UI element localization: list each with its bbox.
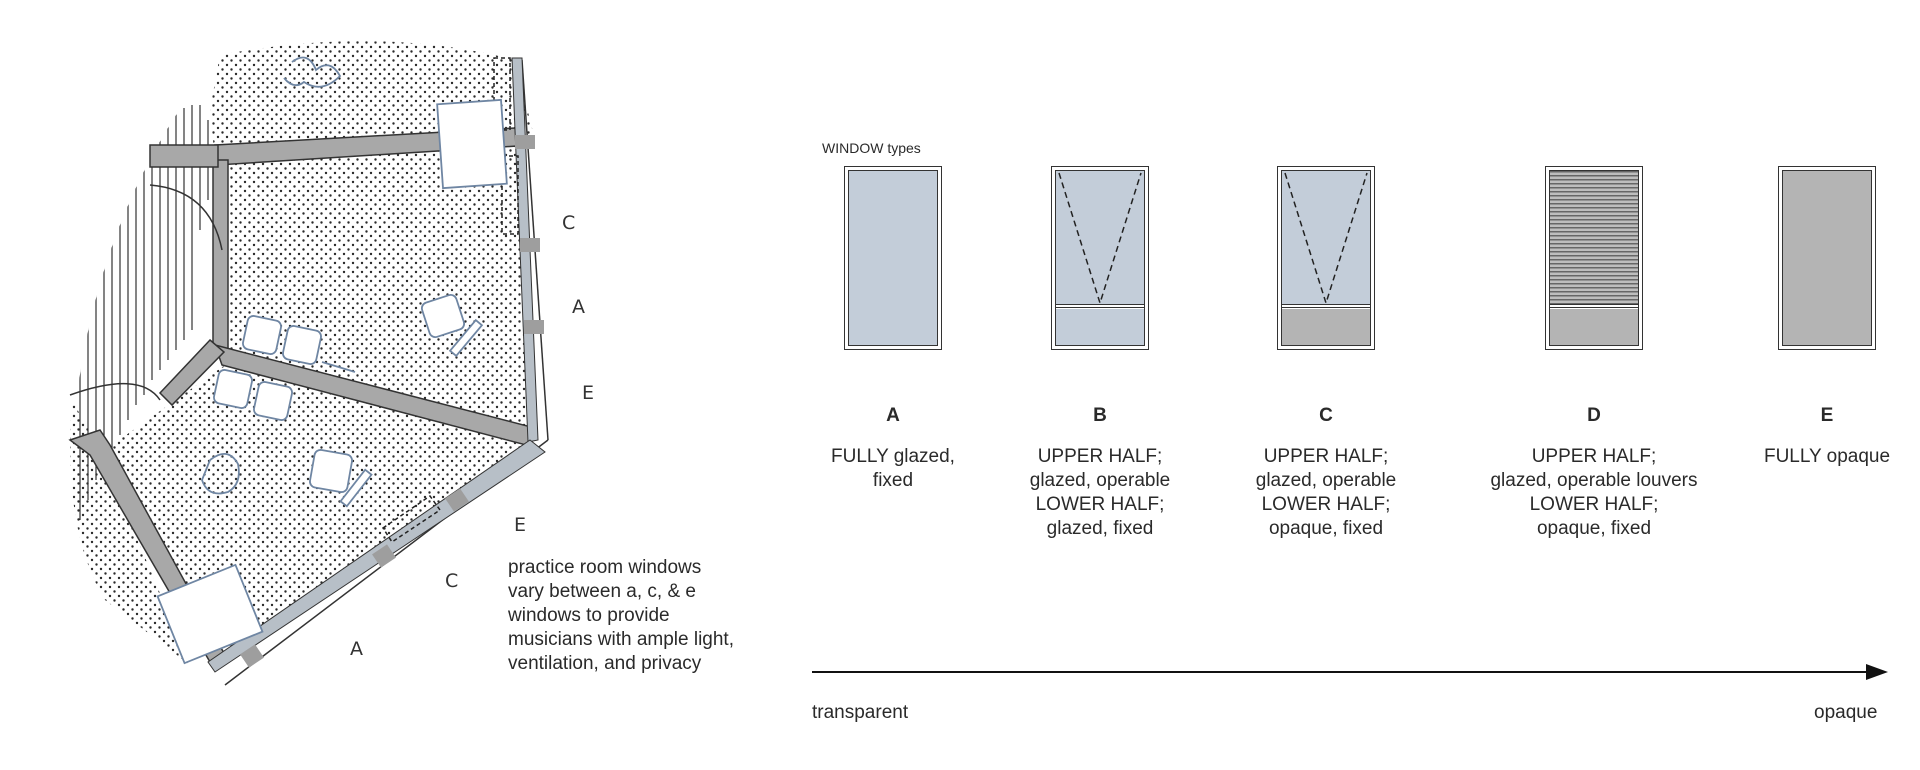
window-e-opaque [1783,171,1871,345]
elevation-label-c-lower: C [445,570,459,592]
window-b-lower-glass [1056,309,1144,345]
plan-note-line: practice room windows [508,557,702,578]
window-c-caption: C UPPER HALF; glazed, operable LOWER HAL… [1206,405,1446,541]
window-b-upper-glass [1056,171,1144,305]
window-b-divider [1056,304,1144,308]
window-c-desc-line: opaque, fixed [1268,518,1384,539]
window-d-desc-line: LOWER HALF; [1529,494,1659,515]
window-d-letter: D [1587,405,1601,426]
elevation-label-e-upper: E [582,382,595,404]
window-b-elevation [1051,166,1149,350]
window-b-desc-line: glazed, fixed [1046,518,1154,539]
window-d-elevation [1545,166,1643,350]
window-swing-markers [381,57,519,544]
window-a-caption: A FULLY glazed, fixed [773,405,1013,493]
window-c-desc-line: glazed, operable [1255,470,1397,491]
window-e-elevation [1778,166,1876,350]
elevation-label-a-lower: A [350,638,363,660]
window-d-desc-line: UPPER HALF; [1531,446,1657,467]
window-c-operable-marker [1284,172,1368,305]
exterior-wall [207,57,549,686]
window-c-letter: C [1319,405,1333,426]
window-d-divider [1550,304,1638,308]
window-c-divider [1282,304,1370,308]
window-d-lower-opaque [1550,309,1638,345]
plan-note-line: musicians with ample light, [508,629,734,650]
window-d-desc-line: opaque, fixed [1536,518,1652,539]
window-e-caption: E FULLY opaque [1707,405,1920,469]
plan-note: practice room windows vary between a, c,… [508,556,778,676]
window-e-letter: E [1820,405,1834,426]
window-d-caption: D UPPER HALF; glazed, operable louvers L… [1474,405,1714,541]
window-d-louvers [1550,171,1638,305]
window-types-title: WINDOW types [822,140,921,156]
window-a-desc-line: FULLY glazed, [831,446,955,467]
window-b-letter: B [1093,405,1107,426]
elevation-label-a-upper: A [572,296,585,318]
furniture [156,56,508,665]
window-c-desc-line: LOWER HALF; [1261,494,1391,515]
floor-plan [68,41,549,686]
scale-label-opaque: opaque [1814,702,1878,723]
window-d-desc-line: glazed, operable louvers [1490,470,1698,491]
transparency-scale-arrow [812,664,1888,680]
window-a-elevation [844,166,942,350]
scale-label-transparent: transparent [812,702,909,723]
window-b-caption: B UPPER HALF; glazed, operable LOWER HAL… [980,405,1220,541]
door-swings [69,184,223,401]
window-b-desc-line: LOWER HALF; [1035,494,1165,515]
window-a-desc-line: fixed [872,470,914,491]
window-c-desc-line: UPPER HALF; [1263,446,1389,467]
window-c-upper-glass [1282,171,1370,305]
plan-note-line: vary between a, c, & e [508,581,696,602]
window-b-operable-marker [1058,172,1142,305]
plan-note-line: windows to provide [508,605,670,626]
elevation-label-e-lower: E [514,514,527,536]
window-b-desc-line: glazed, operable [1029,470,1171,491]
elevation-label-c-upper: C [562,212,576,234]
window-c-lower-opaque [1282,309,1370,345]
window-c-elevation [1277,166,1375,350]
plan-note-line: ventilation, and privacy [508,653,702,674]
window-a-glass [849,171,937,345]
window-b-desc-line: UPPER HALF; [1037,446,1163,467]
window-e-desc-line: FULLY opaque [1763,446,1891,467]
window-a-letter: A [886,405,900,426]
